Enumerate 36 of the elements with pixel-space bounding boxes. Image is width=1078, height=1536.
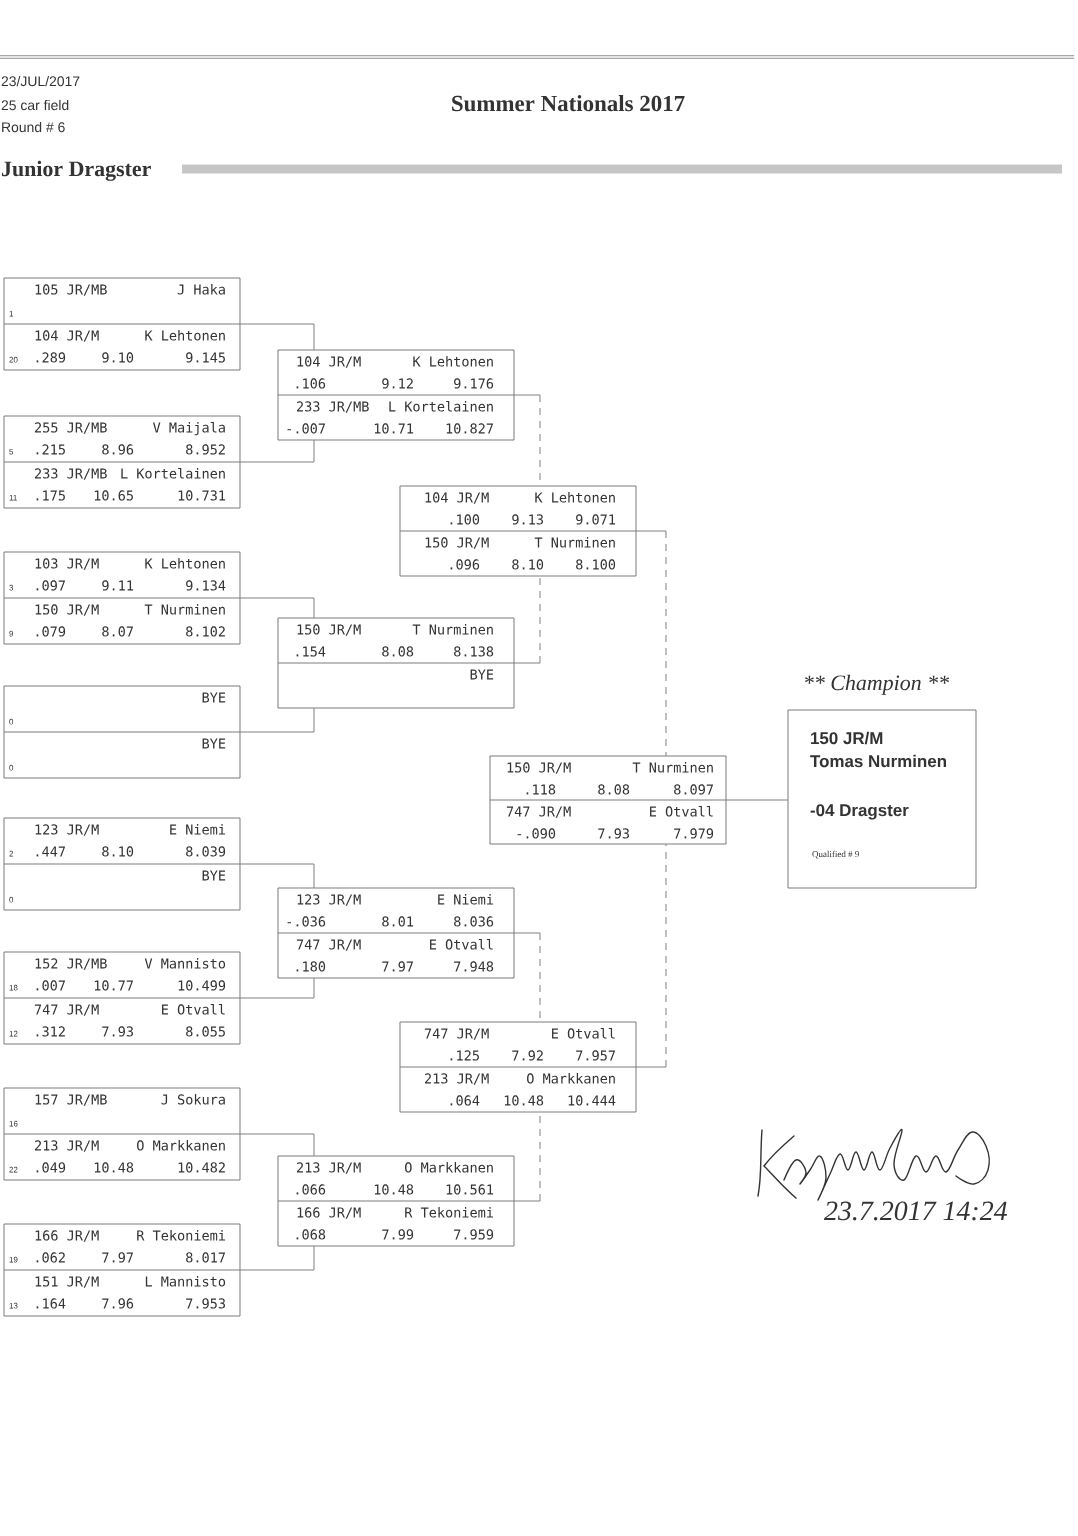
bracket-line: [239, 439, 315, 463]
match-box: [399, 485, 637, 577]
match-box: [3, 951, 241, 1045]
match-box: [3, 551, 241, 645]
bracket-line: [239, 1133, 315, 1157]
bracket-line: [513, 932, 541, 1023]
bracket-line: [239, 707, 315, 733]
match-box: [3, 277, 241, 371]
bracket-line: [513, 575, 541, 664]
bracket-line: [635, 530, 667, 757]
match-box: [3, 415, 241, 509]
handwritten-date: 23.7.2017 14:24: [824, 1201, 1007, 1221]
match-box: [277, 349, 515, 441]
car-number: 150 JR/M: [811, 731, 883, 745]
match-box: [3, 1087, 241, 1181]
bracket-line: [635, 843, 667, 1068]
match-box: [399, 1021, 637, 1113]
bracket-line: [239, 863, 315, 889]
match-box: [277, 1155, 515, 1247]
match-box: [277, 617, 515, 709]
match-box: [3, 817, 241, 911]
car-description: -04 Dragster: [810, 804, 909, 820]
bracket-line: [239, 597, 315, 619]
class-heading: Junior Dragster: [1, 160, 151, 181]
bracket-line: [239, 1245, 315, 1271]
bracket-line: [239, 323, 315, 351]
title: Summer Nationals 2017: [452, 95, 685, 112]
bracket-line: [239, 977, 315, 999]
match-box: [277, 887, 515, 979]
driver-name: Tomas Nurminen: [810, 754, 946, 768]
match-box: [3, 1223, 241, 1317]
match-box: [3, 685, 241, 779]
heading: ** Champion **: [805, 674, 950, 695]
bracket-line: [725, 799, 789, 801]
match-box: [489, 755, 727, 845]
bracket-line: [513, 1111, 541, 1202]
